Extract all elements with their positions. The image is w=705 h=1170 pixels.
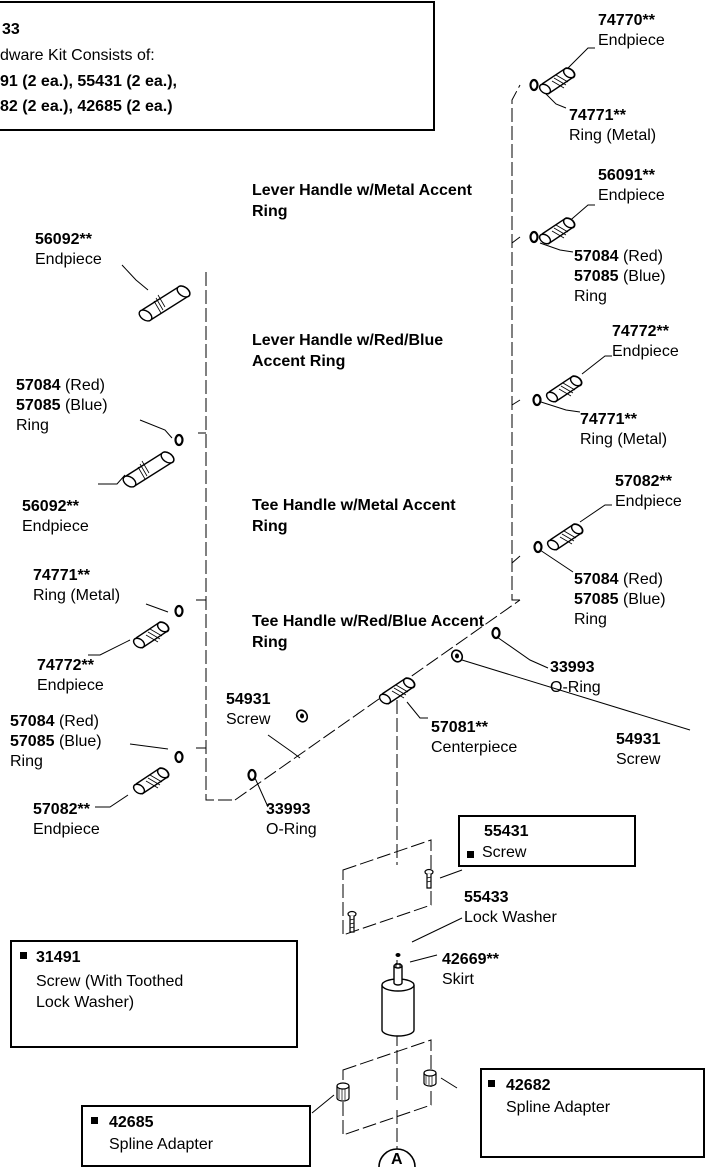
kit-number: 33 bbox=[2, 21, 20, 38]
label-74772-left: 74772**Endpiece bbox=[37, 657, 104, 694]
kit-box bbox=[0, 1, 435, 131]
label-57082-right: 57082**Endpiece bbox=[615, 473, 682, 510]
box-42682: 42682 Spline Adapter bbox=[480, 1068, 705, 1158]
label-74771-top: 74771**Ring (Metal) bbox=[569, 107, 657, 144]
spline-adapter-42682-shape bbox=[423, 1069, 437, 1087]
kit-marker-icon bbox=[91, 1117, 98, 1124]
label-74772-right: 74772**Endpiece bbox=[612, 323, 679, 360]
screw-31491-shape bbox=[347, 910, 357, 933]
box-31491-line1: Screw (With Toothed bbox=[36, 973, 184, 990]
label-ring-redblue-a: 57084 (Red)57085 (Blue)Ring bbox=[574, 248, 666, 305]
kit-title: dware Kit Consists of: bbox=[0, 47, 155, 64]
heading-lever-metal: Lever Handle w/Metal Accent Ring bbox=[252, 182, 472, 220]
box-42685-name: Spline Adapter bbox=[109, 1136, 214, 1153]
box-31491-number: 31491 bbox=[36, 949, 81, 966]
label-74771-left: 74771**Ring (Metal) bbox=[33, 567, 121, 604]
spline-adapter-42685-shape bbox=[336, 1082, 350, 1102]
box-31491-line2: Lock Washer) bbox=[36, 994, 135, 1011]
box-42685-number: 42685 bbox=[109, 1114, 154, 1131]
label-56091: 56091**Endpiece bbox=[598, 167, 665, 204]
label-ring-redblue-c: 57084 (Red)57085 (Blue)Ring bbox=[16, 377, 108, 434]
kit-marker-icon bbox=[488, 1080, 495, 1087]
box-42682-name: Spline Adapter bbox=[506, 1099, 611, 1116]
callout-a-label: A bbox=[391, 1151, 403, 1168]
kit-marker-icon bbox=[467, 851, 474, 858]
label-74770: 74770**Endpiece bbox=[598, 12, 665, 49]
box-55431: 55431 Screw bbox=[458, 815, 636, 867]
heading-lever-redblue: Lever Handle w/Red/Blue Accent Ring bbox=[252, 332, 444, 370]
box-55431-name: Screw bbox=[482, 844, 527, 861]
heading-tee-redblue: Tee Handle w/Red/Blue Accent Ring bbox=[252, 613, 485, 651]
callout-a-circle bbox=[378, 1148, 416, 1167]
label-57081: 57081**Centerpiece bbox=[431, 719, 518, 756]
label-42669: 42669**Skirt bbox=[442, 951, 499, 988]
lock-washer-shape bbox=[395, 953, 401, 957]
heading-tee-metal: Tee Handle w/Metal Accent Ring bbox=[252, 497, 456, 535]
kit-marker-icon bbox=[20, 952, 27, 959]
kit-line-2: 82 (2 ea.), 42685 (2 ea.) bbox=[0, 98, 173, 115]
screw-55431-shape bbox=[424, 868, 434, 889]
box-42682-number: 42682 bbox=[506, 1077, 551, 1094]
label-56092-mid: 56092**Endpiece bbox=[22, 498, 89, 535]
label-57082-left: 57082**Endpiece bbox=[33, 801, 100, 838]
skirt-shape bbox=[381, 963, 415, 1037]
label-ring-redblue-b: 57084 (Red)57085 (Blue)Ring bbox=[574, 571, 666, 628]
label-56092-top: 56092**Endpiece bbox=[35, 231, 102, 268]
label-74771-mid: 74771**Ring (Metal) bbox=[580, 411, 668, 448]
label-ring-redblue-d: 57084 (Red)57085 (Blue)Ring bbox=[10, 713, 102, 770]
kit-line-1: 91 (2 ea.), 55431 (2 ea.), bbox=[0, 73, 177, 90]
box-42685: 42685 Spline Adapter bbox=[81, 1105, 311, 1167]
box-31491: 31491 Screw (With Toothed Lock Washer) bbox=[10, 940, 298, 1048]
box-55431-number: 55431 bbox=[484, 823, 529, 840]
